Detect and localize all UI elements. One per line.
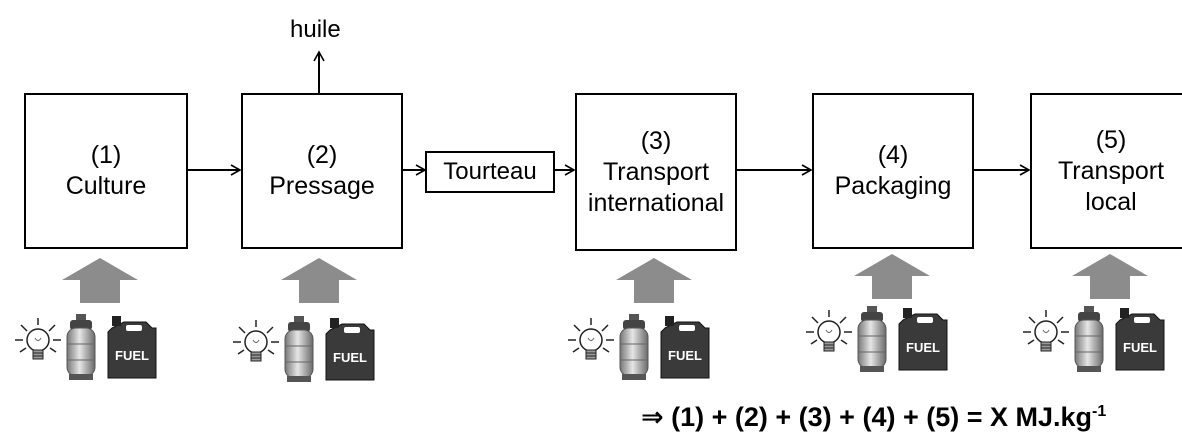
fuel-label: FUEL — [333, 350, 367, 365]
step-label-line2: local — [1085, 187, 1137, 216]
total-formula: ⇒ (1) + (2) + (3) + (4) + (5) = X MJ.kg-… — [641, 402, 1106, 433]
fuel-can-icon — [660, 316, 710, 379]
formula-exponent: -1 — [1092, 403, 1107, 420]
lightbulb-icon — [1023, 310, 1069, 352]
fuel-can-icon — [325, 318, 375, 381]
gas-bottle-icon — [1074, 306, 1104, 372]
gas-bottle-icon — [619, 314, 649, 380]
lightbulb-icon — [233, 320, 279, 362]
step-label-line1: Transport — [1057, 156, 1165, 185]
input-arrow-icon — [854, 254, 930, 299]
tourteau-box: Tourteau — [425, 151, 555, 193]
fuel-label: FUEL — [668, 348, 702, 363]
gas-bottle-icon — [857, 306, 887, 372]
implies-symbol: ⇒ — [641, 402, 664, 432]
step-box-packaging: (4) Packaging — [812, 93, 974, 249]
step-number: (5) — [1095, 125, 1127, 154]
step-label: Packaging — [834, 172, 952, 200]
step-box-pressage: (2) Pressage — [241, 93, 403, 249]
gas-bottle-icon — [66, 314, 96, 380]
lightbulb-icon — [15, 318, 61, 360]
fuel-can-icon — [107, 316, 157, 379]
step-number: (1) — [90, 141, 122, 169]
fuel-label: FUEL — [1123, 340, 1157, 355]
fuel-label: FUEL — [906, 340, 940, 355]
fuel-can-icon — [1115, 308, 1165, 371]
byproduct-label: huile — [290, 16, 341, 43]
input-arrow-icon — [62, 258, 138, 303]
gas-bottle-icon — [284, 316, 314, 382]
step-label: Culture — [65, 172, 147, 200]
input-arrow-icon — [616, 258, 692, 303]
lightbulb-icon — [568, 318, 614, 360]
step-number: (4) — [877, 141, 909, 169]
input-arrow-icon — [1072, 254, 1148, 299]
step-box-culture: (1) Culture — [24, 93, 188, 249]
step-box-transport-local: (5) Transport local — [1030, 93, 1182, 249]
formula-text: (1) + (2) + (3) + (4) + (5) = X MJ.kg — [671, 402, 1093, 432]
lightbulb-icon — [806, 310, 852, 352]
fuel-can-icon — [898, 308, 948, 371]
step-number: (2) — [306, 141, 338, 169]
input-arrow-icon — [281, 258, 357, 303]
step-number: (3) — [640, 126, 672, 155]
step-label-line2: international — [587, 188, 725, 217]
step-label: Pressage — [269, 172, 375, 200]
fuel-label: FUEL — [115, 348, 149, 363]
step-box-transport-international: (3) Transport international — [575, 93, 737, 251]
step-label-line1: Transport — [602, 157, 710, 186]
